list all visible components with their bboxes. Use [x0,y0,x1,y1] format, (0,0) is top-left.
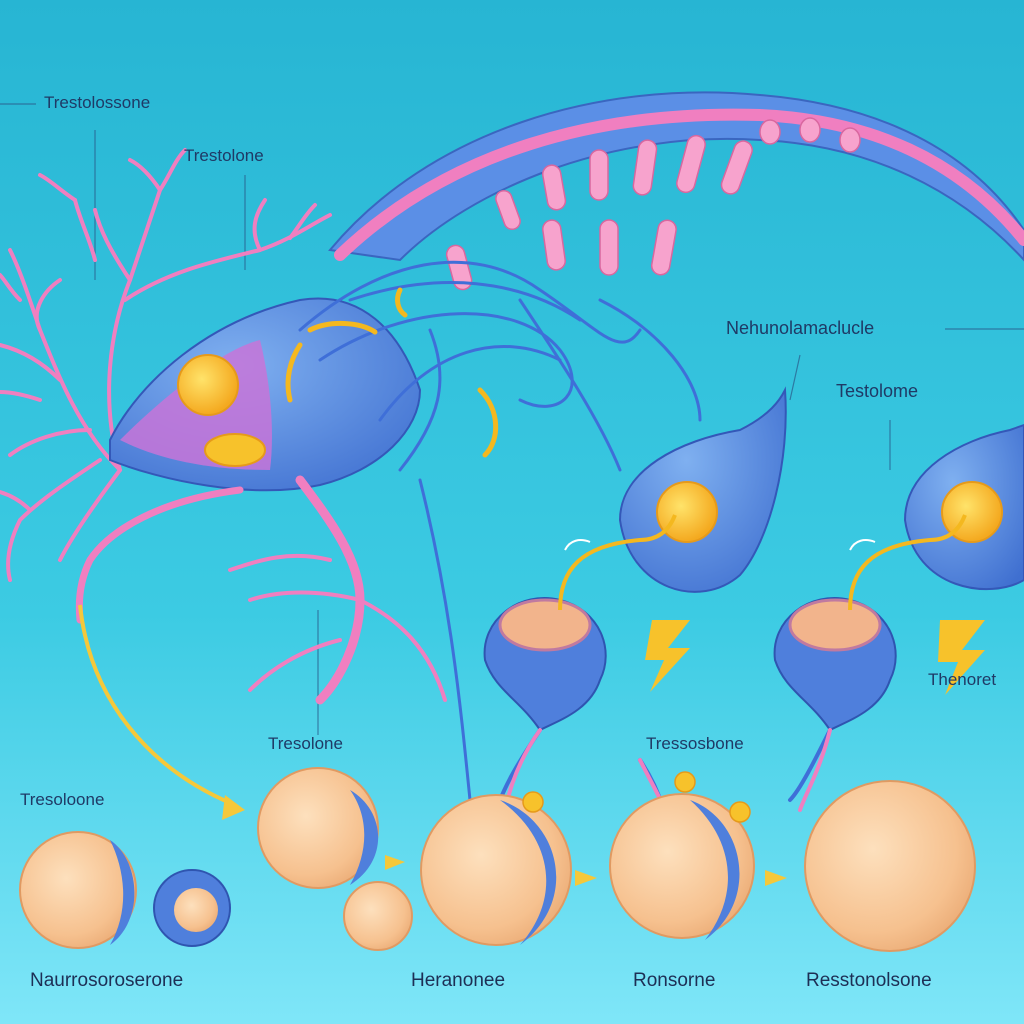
branching-nerves [0,148,332,582]
yellow-arrow-curve [78,604,236,807]
marker-dot [522,791,544,813]
flow-arrow-icon [575,870,597,886]
cell-6 [609,793,755,940]
curl-arrow-icon [849,539,876,551]
label-right-mid: Nehunolamaclucle [726,318,875,338]
lower-nerve [75,486,244,624]
blue-vessels [298,260,702,802]
label-upper: Trestolone [184,146,264,165]
flow-arrow-icon [385,855,405,870]
leader-lines [0,103,1024,735]
cell-2 [153,869,231,947]
cell-3 [257,767,379,889]
lightning-bolt-icon [645,620,690,692]
receptor-cup-1 [483,514,677,732]
bottom-label-1: Naurrosoroserone [30,970,184,991]
yellow-nerves [285,287,499,458]
label-right-edge: Thenoret [928,670,997,689]
gland-nucleus [177,354,239,416]
label-right-upper: Testolome [836,381,919,401]
gland-lower [204,433,266,467]
cell-1 [19,831,137,949]
flow-arrow-icon [765,870,787,886]
label-far-left: Tresoloone [20,790,105,809]
cell-4 [343,881,413,951]
cell-7 [804,780,976,952]
vertebrae [445,117,861,291]
lower-branches [228,553,447,702]
marker-dot [674,771,696,793]
lightning-bolt-icon [938,620,985,695]
label-top-left: Trestolossone [44,93,151,112]
marker-dot [729,801,751,823]
bottom-label-3: Ronsorne [633,970,716,991]
label-center: Tressosbone [646,734,744,753]
spinal-cord-pink [334,108,1024,261]
yellow-arrow-icon [222,795,245,820]
bottom-label-4: Resstonolsone [806,970,932,991]
teardrop-nucleus-1 [656,481,718,543]
receptor-cup-2 [773,514,967,732]
bottom-cells [19,767,976,952]
bottom-label-2: Heranonee [411,970,506,991]
cell-5 [420,794,572,946]
label-center-left: Tresolone [268,734,343,753]
curl-arrow-icon [564,539,591,551]
